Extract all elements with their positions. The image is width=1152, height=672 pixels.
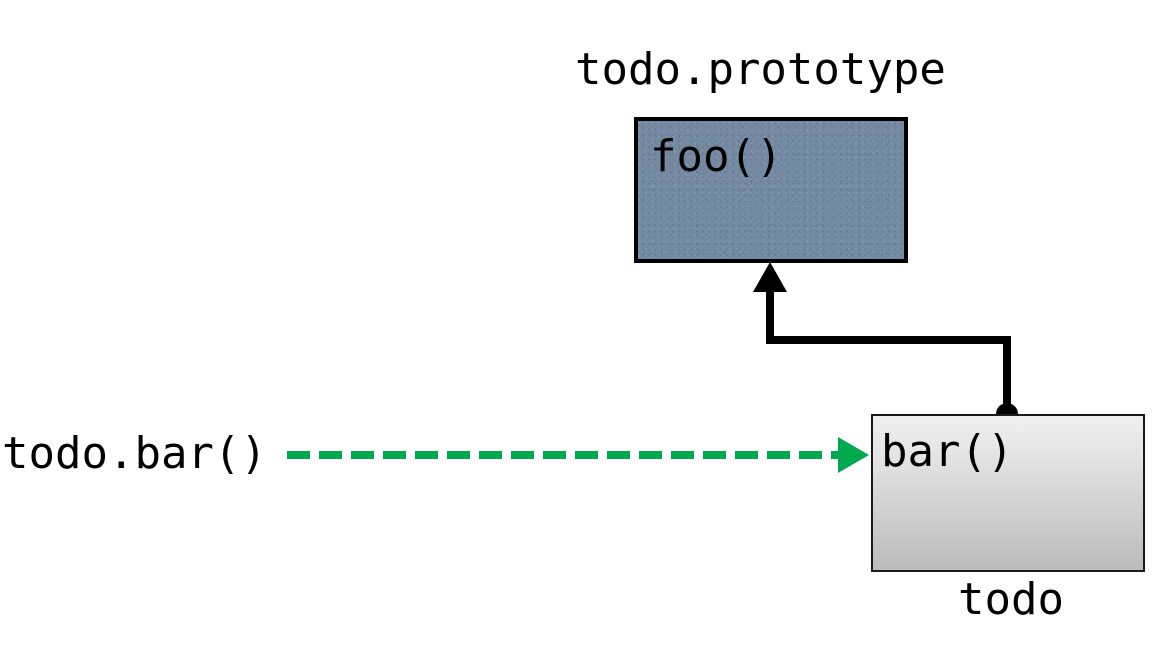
instance-box[interactable]: bar() — [871, 414, 1145, 572]
prototype-link-edge — [753, 262, 1018, 425]
prototype-link-arrowhead — [753, 262, 787, 292]
instance-member-bar: bar() — [881, 426, 1014, 477]
prototype-member-foo: foo() — [650, 131, 783, 182]
prototype-box[interactable]: foo() — [634, 117, 908, 263]
prototype-box-title: todo.prototype — [575, 44, 946, 95]
call-arrow-edge — [287, 437, 869, 473]
call-expression-label: todo.bar() — [2, 428, 267, 479]
instance-box-caption: todo — [958, 574, 1064, 625]
prototype-link-path — [766, 281, 1011, 414]
call-arrow-arrowhead — [838, 437, 869, 473]
